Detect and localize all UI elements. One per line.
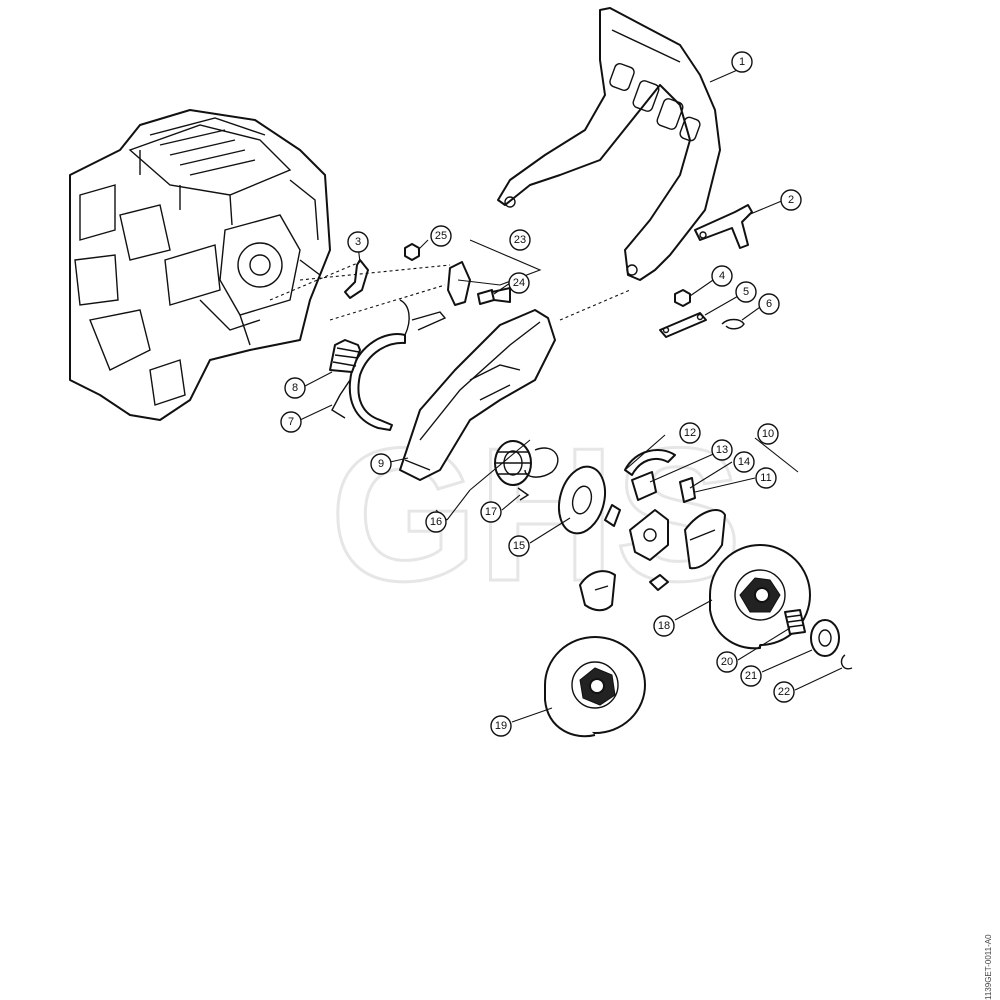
svg-text:1: 1 (739, 56, 745, 68)
svg-text:16: 16 (430, 516, 442, 528)
svg-text:7: 7 (288, 416, 294, 428)
callout-22: 22 (773, 681, 795, 703)
svg-text:19: 19 (495, 720, 507, 732)
callout-10: 10 (757, 423, 779, 445)
brake-band (331, 299, 447, 431)
callout-16: 16 (425, 511, 447, 533)
callout-8: 8 (284, 377, 306, 399)
svg-text:25: 25 (435, 230, 447, 242)
callout-13: 13 (711, 439, 733, 461)
brake-lever (694, 204, 753, 249)
callout-20: 20 (716, 651, 738, 673)
clutch-drum-19 (544, 636, 646, 738)
callout-6: 6 (758, 293, 780, 315)
callout-23: 23 (509, 229, 531, 251)
callout-3: 3 (347, 231, 369, 253)
callout-1: 1 (731, 51, 753, 73)
svg-text:21: 21 (745, 670, 757, 682)
callout-12: 12 (679, 422, 701, 444)
svg-text:8: 8 (292, 382, 298, 394)
clip (721, 318, 745, 330)
callout-14: 14 (733, 451, 755, 473)
callout-9: 9 (370, 453, 392, 475)
callout-18: 18 (653, 615, 675, 637)
dashed-connectors (269, 261, 631, 321)
clutch-hub (579, 504, 726, 612)
svg-text:17: 17 (485, 506, 497, 518)
sprocket-cover (399, 309, 556, 481)
callout-15: 15 (508, 535, 530, 557)
lever-assembly (404, 243, 511, 306)
callout-17: 17 (480, 501, 502, 523)
needle-bearing (494, 440, 559, 501)
drum-fasteners (784, 609, 853, 670)
svg-text:4: 4 (719, 270, 725, 282)
callout-4: 4 (711, 265, 733, 287)
svg-text:6: 6 (766, 298, 772, 310)
document-reference: 1139GET-0011-A0 (984, 934, 993, 1000)
engine-block (69, 109, 331, 421)
callout-2: 2 (780, 189, 802, 211)
watermark: GHS (330, 409, 742, 621)
callout-7: 7 (280, 411, 302, 433)
svg-text:14: 14 (738, 456, 750, 468)
svg-text:9: 9 (378, 458, 384, 470)
spring (329, 339, 361, 373)
svg-text:2: 2 (788, 194, 794, 206)
svg-text:23: 23 (514, 234, 526, 246)
callout-19: 19 (490, 715, 512, 737)
svg-text:10: 10 (762, 428, 774, 440)
brake-shoe (624, 449, 696, 503)
svg-text:5: 5 (743, 286, 749, 298)
svg-text:11: 11 (760, 472, 771, 484)
callout-11: 11 (755, 467, 777, 489)
washer-plate (557, 465, 607, 535)
callout-24: 24 (508, 272, 530, 294)
svg-text:22: 22 (778, 686, 790, 698)
svg-text:18: 18 (658, 620, 670, 632)
callout-21: 21 (740, 665, 762, 687)
svg-text:15: 15 (513, 540, 525, 552)
callout-25: 25 (430, 225, 452, 247)
svg-text:20: 20 (721, 656, 733, 668)
svg-text:13: 13 (716, 444, 728, 456)
clutch-drum-18 (709, 544, 811, 650)
link-plate (659, 312, 707, 338)
hand-guard (497, 7, 721, 281)
svg-text:24: 24 (513, 277, 525, 289)
rod (344, 259, 369, 299)
callout-5: 5 (735, 281, 757, 303)
nut (674, 289, 691, 307)
svg-text:12: 12 (684, 427, 696, 439)
svg-text:3: 3 (355, 236, 361, 248)
